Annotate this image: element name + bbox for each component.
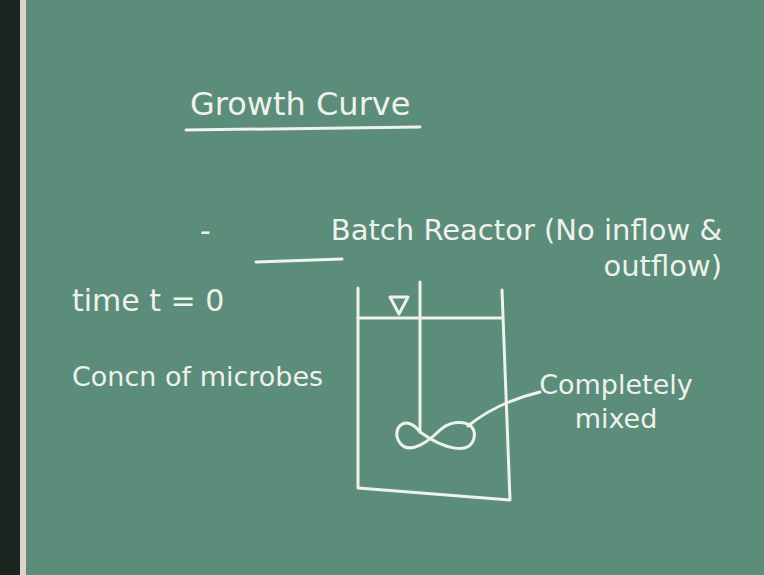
impeller	[397, 422, 475, 448]
title: Growth Curve	[190, 84, 410, 124]
title-underline	[186, 127, 420, 130]
bullet-dash: -	[200, 212, 211, 250]
tank-walls	[358, 288, 510, 500]
batch-underline	[256, 259, 342, 262]
chalk-note: time t = 0	[72, 282, 332, 320]
stirrer-shaft	[419, 282, 422, 432]
chalk-note: Concn of microbes	[72, 360, 347, 394]
leader-line	[468, 392, 540, 426]
chalk-note: Batch Reactor (No inflow & outflow)	[252, 212, 722, 285]
board-edge	[20, 0, 26, 575]
board-frame	[0, 0, 20, 575]
chalk-note: Completely mixed	[536, 368, 696, 436]
liquid-level-symbol	[390, 297, 408, 314]
liquid-level	[358, 317, 502, 320]
